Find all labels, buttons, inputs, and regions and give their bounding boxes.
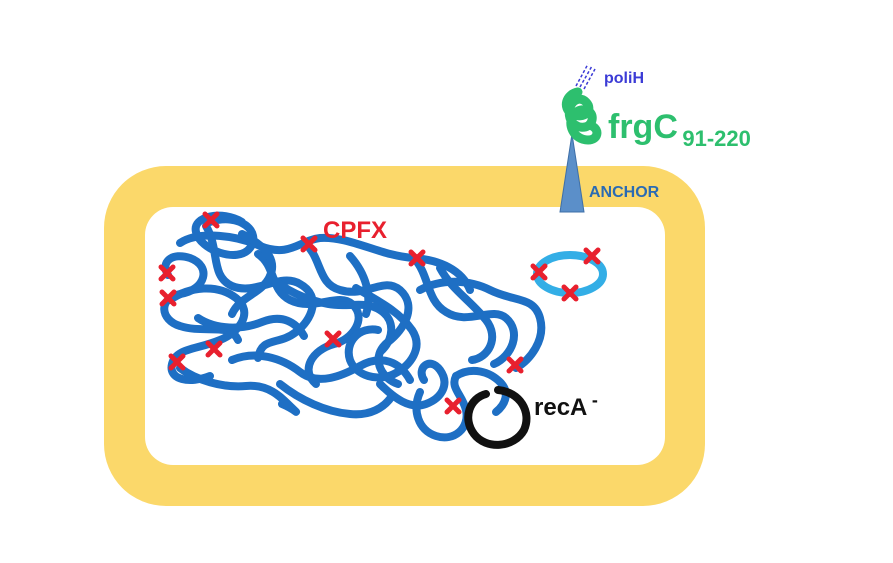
recA-segment bbox=[464, 386, 531, 449]
damage-x-cross-icon bbox=[408, 249, 426, 267]
damage-x-cross-icon bbox=[159, 289, 177, 307]
damage-x-cross-icon bbox=[158, 264, 176, 282]
damage-x-cross-icon bbox=[168, 353, 186, 371]
damage-x-cross-icon bbox=[583, 247, 601, 265]
damage-x-cross-icon bbox=[205, 340, 223, 358]
damage-x-cross-icon bbox=[202, 211, 220, 229]
damage-x-cross-icon bbox=[506, 356, 524, 374]
damage-x-cross-icon bbox=[444, 397, 462, 415]
his-tag-hatched-tag-icon bbox=[575, 63, 596, 90]
gene-label-sup: - bbox=[592, 390, 598, 410]
damage-x-cross-icon bbox=[324, 330, 342, 348]
damage-x-cross-icon bbox=[300, 235, 318, 253]
fragment-coiled-protein-icon bbox=[561, 87, 602, 145]
gene-label-main: recA bbox=[534, 394, 587, 421]
damage-marks bbox=[158, 211, 601, 415]
fragment-label: frgC 91-220 bbox=[608, 108, 751, 151]
chromosome-tangled-dna-icon bbox=[160, 211, 546, 442]
fragment-label-main: frgC bbox=[608, 108, 678, 146]
gene-label: recA - bbox=[534, 390, 598, 421]
tag-label: poliH bbox=[604, 70, 644, 87]
fragment-label-sub: 91-220 bbox=[682, 126, 751, 151]
anchor-label: ANCHOR bbox=[589, 184, 660, 201]
damage-x-cross-icon bbox=[530, 263, 548, 281]
damage-x-cross-icon bbox=[561, 284, 579, 302]
drug-label: CPFX bbox=[323, 217, 387, 244]
anchor-triangle-anchor-icon bbox=[559, 133, 585, 213]
